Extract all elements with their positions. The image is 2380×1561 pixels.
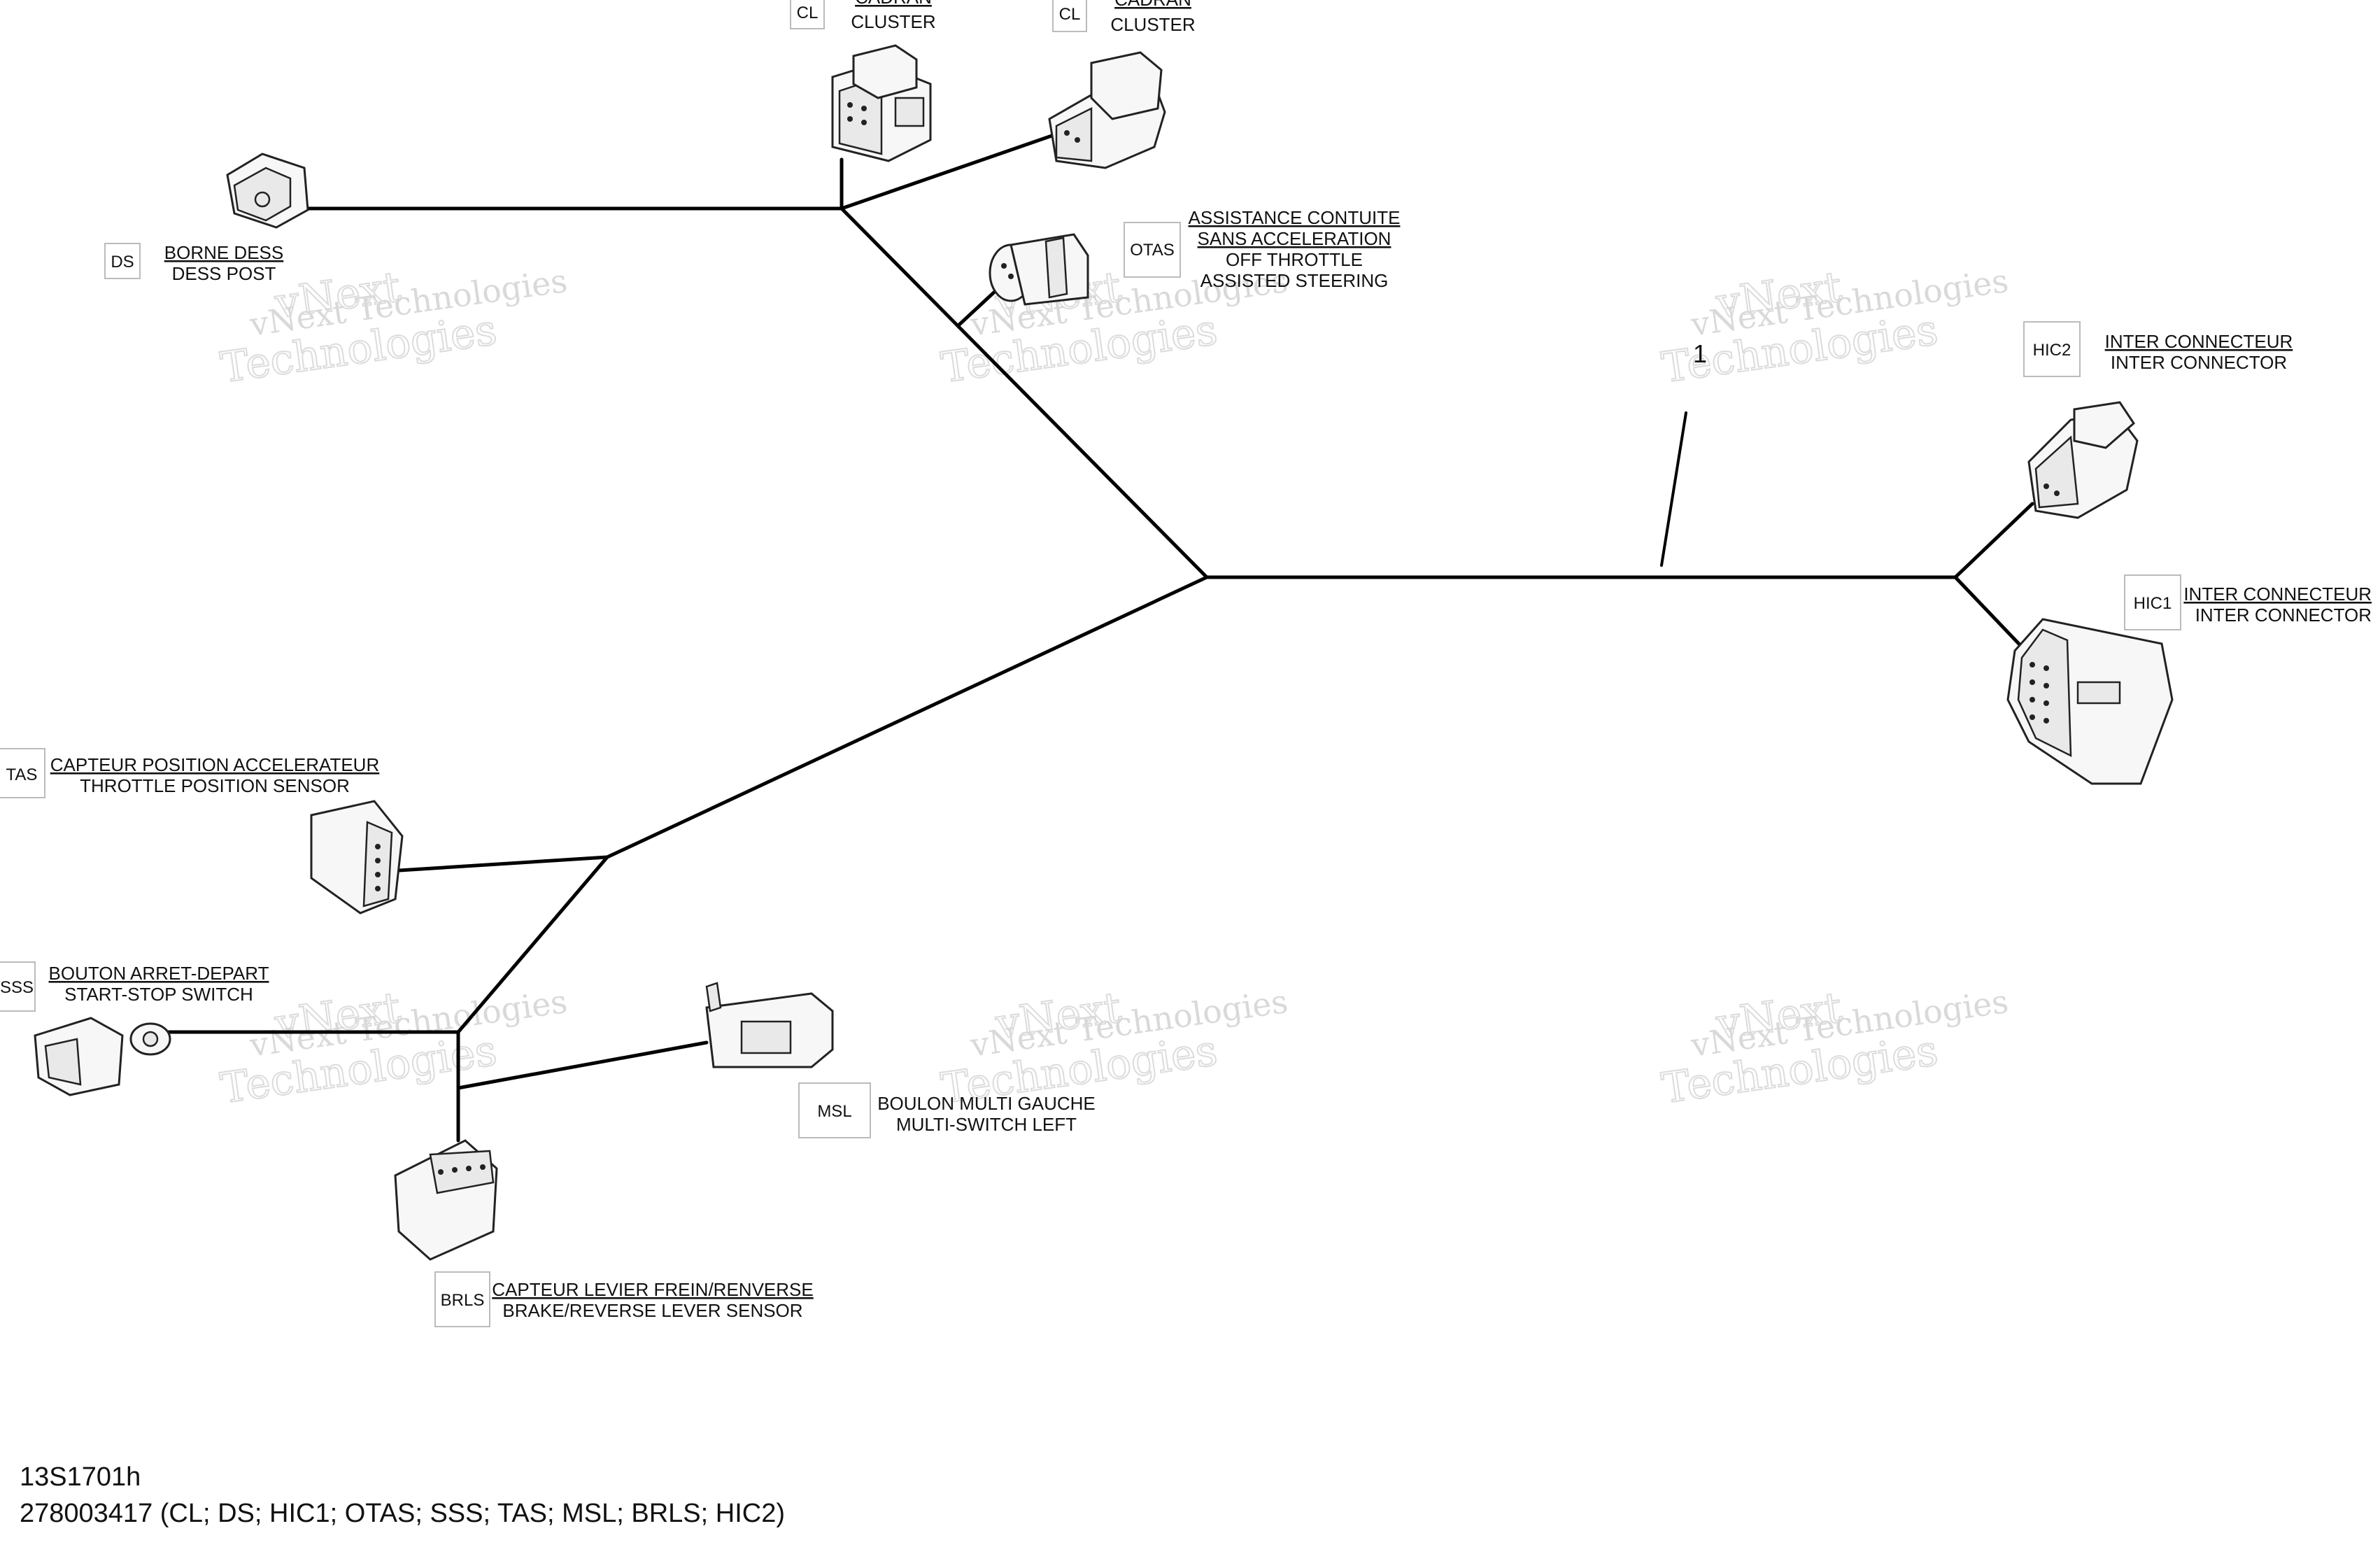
label-en-cl-left: CLUSTER (851, 11, 935, 32)
code-box-cl-right (1052, 0, 1087, 32)
multi-switch-left-connector (705, 982, 834, 1068)
code-cl-left: CL (797, 3, 819, 22)
label-fr-msl: BOULON MULTI GAUCHE (877, 1093, 1096, 1114)
label-en-brls: BRAKE/REVERSE LEVER SENSOR (502, 1300, 802, 1321)
label-en-msl: MULTI-SWITCH LEFT (896, 1114, 1077, 1135)
code-hic2: HIC2 (2033, 341, 2071, 360)
code-brls: BRLS (441, 1291, 485, 1310)
code-hic1: HIC1 (2134, 594, 2172, 613)
otas-connector (989, 233, 1089, 306)
code-box-sss (0, 961, 36, 1012)
wire-leader-1 (1660, 411, 1687, 567)
label-fr-cl-left: CADRAN (855, 0, 932, 8)
label-en2-otas: ASSISTED STEERING (1200, 270, 1389, 291)
code-box-tas (0, 748, 45, 798)
label-fr-hic2: INTER CONNECTEUR (2105, 331, 2293, 352)
code-box-otas (1124, 222, 1181, 278)
wire-hic1 (1953, 575, 2031, 656)
label-en1-otas: OFF THROTTLE (1226, 249, 1363, 270)
wire-tas (386, 855, 609, 873)
code-ds: DS (111, 253, 134, 271)
label-cl-left: CL CADRAN CLUSTER (790, 0, 936, 32)
label-fr-cl-right: CADRAN (1114, 0, 1191, 10)
start-stop-switch-connector (34, 1017, 171, 1096)
label-en-sss: START-STOP SWITCH (64, 984, 253, 1005)
hic2-connector (2027, 401, 2139, 519)
wire-hic2 (1953, 502, 2034, 579)
label-fr-brls: CAPTEUR LEVIER FREIN/RENVERSE (492, 1279, 813, 1300)
code-cl-right: CL (1059, 5, 1081, 24)
harness-wires (159, 131, 2034, 1143)
hic1-connector (2006, 618, 2174, 785)
label-fr-tas: CAPTEUR POSITION ACCELERATEUR (50, 754, 380, 775)
label-en-tas: THROTTLE POSITION SENSOR (80, 775, 350, 796)
label-en-hic1: INTER CONNECTOR (2195, 605, 2372, 626)
dess-post-connector (226, 153, 309, 229)
code-box-hic1 (2124, 574, 2181, 630)
code-box-cl-left (790, 0, 825, 29)
code-box-hic2 (2023, 321, 2081, 377)
code-otas: OTAS (1130, 241, 1175, 260)
part-number-line: 278003417 (CL; DS; HIC1; OTAS; SSS; TAS;… (20, 1499, 785, 1528)
label-hic1: HIC1 INTER CONNECTEUR INTER CONNECTOR (2124, 574, 2372, 630)
wire-msl (456, 1040, 709, 1090)
label-fr2-otas: SANS ACCELERATION (1198, 228, 1391, 249)
label-en-hic2: INTER CONNECTOR (2111, 352, 2287, 373)
label-en-cl-right: CLUSTER (1110, 14, 1195, 35)
label-ds: DS BORNE DESS DESS POST (104, 242, 284, 284)
label-en-ds: DESS POST (172, 263, 276, 284)
code-sss: SSS (0, 978, 34, 997)
label-fr-sss: BOUTON ARRET-DEPART (49, 963, 269, 984)
label-otas: OTAS ASSISTANCE CONTUITE SANS ACCELERATI… (1124, 207, 1400, 291)
wire-cl-right (840, 131, 1062, 211)
tps-connector (310, 800, 404, 914)
label-msl: MSL BOULON MULTI GAUCHE MULTI-SWITCH LEF… (798, 1082, 1096, 1138)
brls-connector (394, 1139, 498, 1261)
label-fr-ds: BORNE DESS (164, 242, 284, 263)
wire-lower-branch (605, 575, 1209, 859)
label-fr1-otas: ASSISTANCE CONTUITE (1189, 207, 1401, 228)
watermark-group: vNext vNext Technologies Technologies vN… (217, 262, 2011, 1114)
code-box-ds (104, 243, 141, 279)
label-hic2: HIC2 INTER CONNECTEUR INTER CONNECTOR (2023, 321, 2293, 377)
cluster-connector-left (831, 44, 932, 162)
code-tas: TAS (6, 765, 38, 784)
callout-number: 1 (1693, 339, 1707, 368)
label-fr-hic1: INTER CONNECTEUR (2183, 584, 2372, 605)
cluster-connector-right (1048, 51, 1166, 169)
wire-upper-branch (840, 206, 1209, 579)
code-msl: MSL (817, 1102, 851, 1121)
wire-lower-sub (456, 855, 609, 1034)
label-sss: SSS BOUTON ARRET-DEPART START-STOP SWITC… (0, 961, 269, 1012)
label-cl-right: CL CADRAN CLUSTER (1052, 0, 1196, 35)
label-brls: BRLS CAPTEUR LEVIER FREIN/RENVERSE BRAKE… (434, 1271, 814, 1327)
label-tas: TAS CAPTEUR POSITION ACCELERATEUR THROTT… (0, 748, 380, 798)
code-box-brls (434, 1271, 490, 1327)
drawing-id: 13S1701h (20, 1462, 141, 1492)
code-box-msl (798, 1082, 871, 1138)
